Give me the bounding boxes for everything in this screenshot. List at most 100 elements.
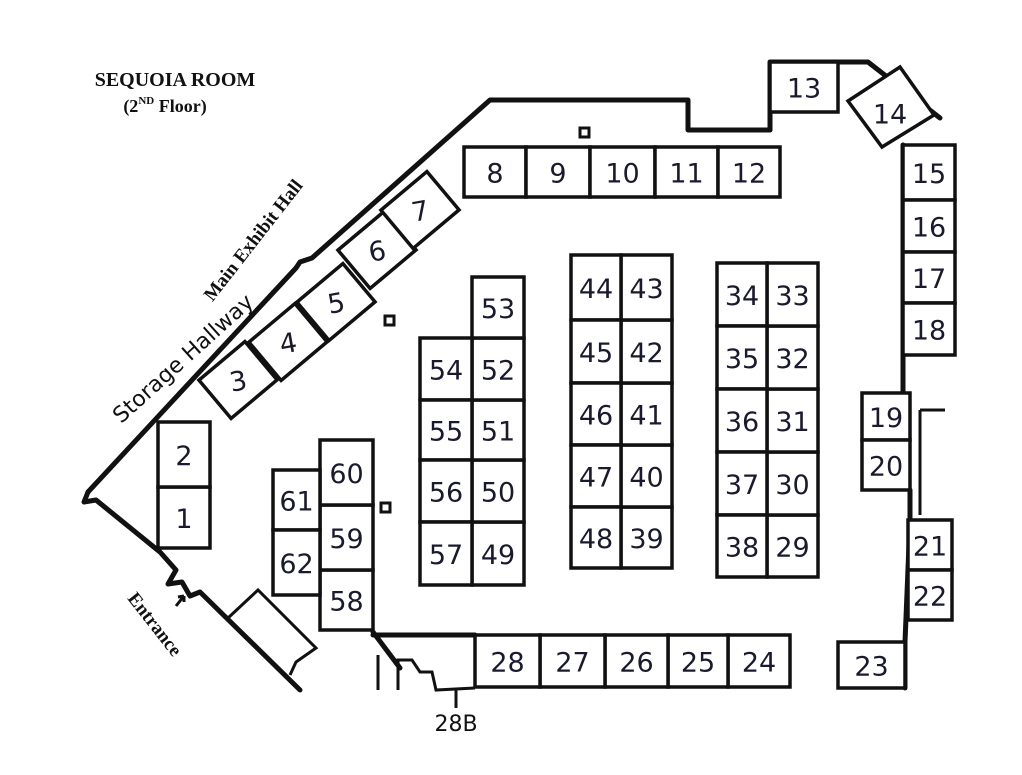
booth-outline <box>860 438 912 492</box>
booth-number: 48 <box>579 524 613 555</box>
booth-43[interactable]: 43 <box>619 253 674 322</box>
booth-5[interactable]: 5 <box>294 261 378 343</box>
booth-outline <box>588 145 657 199</box>
booth-30[interactable]: 30 <box>765 450 820 517</box>
booth-23[interactable]: 23 <box>836 640 907 690</box>
booth-21[interactable]: 21 <box>906 518 954 572</box>
pillar-icon <box>379 501 392 514</box>
booth-outline <box>845 64 937 150</box>
booth-36[interactable]: 36 <box>715 387 769 454</box>
booth-number: 6 <box>366 235 388 269</box>
booth-35[interactable]: 35 <box>715 324 769 391</box>
booth-number: 39 <box>629 524 663 555</box>
booth-13[interactable]: 13 <box>768 60 840 114</box>
booth-number: 50 <box>481 478 515 509</box>
booth-12[interactable]: 12 <box>716 145 782 199</box>
booth-number: 33 <box>775 281 809 312</box>
booth-33[interactable]: 33 <box>765 261 820 328</box>
booth-number: 45 <box>579 338 613 369</box>
booth-53[interactable]: 53 <box>470 275 526 340</box>
booth-50[interactable]: 50 <box>470 458 526 524</box>
booth-40[interactable]: 40 <box>619 443 674 509</box>
booth-4[interactable]: 4 <box>246 301 330 383</box>
booth-1[interactable]: 1 <box>156 485 212 550</box>
booth-outline <box>715 324 769 391</box>
booth-outline <box>901 301 957 357</box>
booth-19[interactable]: 19 <box>860 391 912 442</box>
booth-number: 14 <box>873 100 907 131</box>
booth-number: 2 <box>175 441 192 472</box>
floor-subtitle: (2ND Floor) <box>123 95 206 117</box>
booth-59[interactable]: 59 <box>318 503 375 572</box>
booth-27[interactable]: 27 <box>538 633 607 689</box>
booth-61[interactable]: 61 <box>271 468 322 532</box>
booth-number: 18 <box>912 316 946 347</box>
booth-47[interactable]: 47 <box>569 443 623 509</box>
booth-number: 28 <box>490 648 524 679</box>
booth-41[interactable]: 41 <box>619 381 674 447</box>
booth-28[interactable]: 28 <box>473 633 542 689</box>
booth-44[interactable]: 44 <box>569 253 623 322</box>
booth-57[interactable]: 57 <box>418 520 474 587</box>
booth-10[interactable]: 10 <box>588 145 657 199</box>
booth-number: 29 <box>775 533 809 564</box>
booth-42[interactable]: 42 <box>619 318 674 385</box>
booth-55[interactable]: 55 <box>418 398 474 462</box>
booth-24[interactable]: 24 <box>726 633 792 689</box>
booth-number: 38 <box>725 533 759 564</box>
booth-number: 1 <box>175 504 192 535</box>
booth-17[interactable]: 17 <box>901 250 957 305</box>
booth-8[interactable]: 8 <box>462 145 528 199</box>
booth-48[interactable]: 48 <box>569 505 623 570</box>
booth-14[interactable]: 14 <box>845 64 937 150</box>
booth-15[interactable]: 15 <box>901 143 957 202</box>
booth-38[interactable]: 38 <box>715 513 769 579</box>
booth-outline <box>318 503 375 572</box>
booth-number: 58 <box>329 587 363 618</box>
entrance-arrow-icon <box>174 594 186 607</box>
booth-outline <box>666 633 730 689</box>
booth-7[interactable]: 7 <box>378 169 462 251</box>
booth-outline <box>603 633 670 689</box>
booth-22[interactable]: 22 <box>906 568 954 622</box>
booth-16[interactable]: 16 <box>901 198 957 254</box>
booth-46[interactable]: 46 <box>569 381 623 447</box>
booth-39[interactable]: 39 <box>619 505 674 570</box>
booth-28b-label: 28B <box>434 712 477 737</box>
booth-3[interactable]: 3 <box>196 339 280 421</box>
booth-outline <box>418 520 474 587</box>
booth-31[interactable]: 31 <box>765 387 820 454</box>
booth-number: 61 <box>279 487 313 518</box>
booth-18[interactable]: 18 <box>901 301 957 357</box>
booth-number: 46 <box>579 401 613 432</box>
booth-20[interactable]: 20 <box>860 438 912 492</box>
booth-58[interactable]: 58 <box>318 568 375 632</box>
booth-number: 51 <box>481 417 515 448</box>
booth-number: 59 <box>329 524 363 555</box>
booth-25[interactable]: 25 <box>666 633 730 689</box>
booth-52[interactable]: 52 <box>470 336 526 402</box>
booth-outline <box>378 169 462 251</box>
booth-51[interactable]: 51 <box>470 398 526 462</box>
booth-49[interactable]: 49 <box>470 520 526 587</box>
booth-26[interactable]: 26 <box>603 633 670 689</box>
pillar-icon <box>383 314 396 327</box>
booth-62[interactable]: 62 <box>271 528 322 597</box>
booth-54[interactable]: 54 <box>418 336 474 402</box>
booth-34[interactable]: 34 <box>715 261 769 328</box>
booth-56[interactable]: 56 <box>418 458 474 524</box>
booth-11[interactable]: 11 <box>653 145 720 199</box>
booth-45[interactable]: 45 <box>569 318 623 385</box>
booth-2[interactable]: 2 <box>156 420 212 489</box>
booth-number: 12 <box>732 159 766 190</box>
booth-number: 8 <box>486 159 503 190</box>
booth-32[interactable]: 32 <box>765 324 820 391</box>
booth-29[interactable]: 29 <box>765 513 820 579</box>
floor-word: Floor) <box>154 96 206 117</box>
booth-60[interactable]: 60 <box>318 438 375 507</box>
booth-9[interactable]: 9 <box>524 145 592 199</box>
booth-number: 26 <box>619 648 653 679</box>
booth-number: 62 <box>279 549 313 580</box>
booth-37[interactable]: 37 <box>715 450 769 517</box>
